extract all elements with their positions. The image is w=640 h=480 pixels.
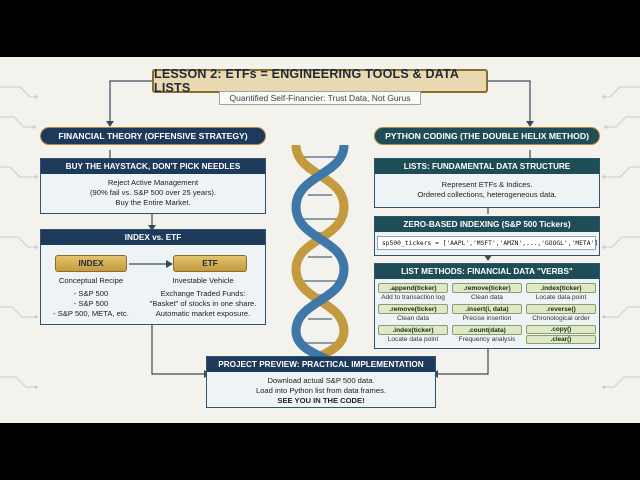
- method-item: .index(ticker) Locate data point: [378, 325, 448, 344]
- lists-line: Represent ETFs & Indices.: [441, 180, 533, 189]
- list-methods-title: LIST METHODS: FINANCIAL DATA "VERBS": [375, 264, 599, 279]
- method-name: .clear(): [526, 335, 596, 344]
- index-etf-box: INDEX vs. ETF INDEX ETF Conceptual Recip…: [40, 229, 266, 325]
- preview-line: Download actual S&P 500 data.: [267, 376, 375, 385]
- method-name: .index(ticker): [378, 325, 448, 335]
- method-item: .insert(i, data) Precise insertion: [452, 304, 522, 323]
- index-label: INDEX: [55, 255, 127, 272]
- method-desc: Add to transaction log: [381, 294, 445, 301]
- method-name: .copy(): [526, 325, 596, 334]
- lists-title: LISTS: FUNDAMENTAL DATA STRUCTURE: [375, 159, 599, 174]
- arrow-right-icon: [129, 260, 173, 268]
- page-title: LESSON 2: ETFs = ENGINEERING TOOLS & DAT…: [152, 67, 488, 95]
- list-methods-box: LIST METHODS: FINANCIAL DATA "VERBS" .ap…: [374, 263, 600, 349]
- haystack-title: BUY THE HAYSTACK, DON'T PICK NEEDLES: [41, 159, 265, 174]
- letterbox-top: [0, 0, 640, 57]
- lists-line: Ordered collections, heterogeneous data.: [417, 190, 557, 199]
- haystack-line: Buy the Entire Market.: [115, 198, 191, 207]
- method-item: .copy() .clear(): [526, 325, 596, 344]
- index-etf-title: INDEX vs. ETF: [41, 230, 265, 245]
- method-item: .append(ticker) Add to transaction log: [378, 283, 448, 302]
- method-desc: Frequency analysis: [458, 336, 516, 343]
- method-name: .remove(ticker): [378, 304, 448, 314]
- method-item: .remove(ticker) Clean data: [452, 283, 522, 302]
- infographic-canvas: LESSON 2: ETFs = ENGINEERING TOOLS & DAT…: [0, 57, 640, 423]
- method-item: .remove(ticker) Clean data: [378, 304, 448, 323]
- preview-line: Load into Python list from data frames.: [255, 386, 386, 395]
- method-name: .count(data): [452, 325, 522, 335]
- method-desc: Locate data point: [387, 336, 439, 343]
- haystack-box: BUY THE HAYSTACK, DON'T PICK NEEDLES Rej…: [40, 158, 266, 214]
- index-caption: Conceptual Recipe: [58, 276, 124, 285]
- index-item: - S&P 500: [73, 289, 109, 298]
- etf-caption: Investable Vehicle: [172, 276, 234, 285]
- method-desc: Chronological order: [532, 315, 590, 322]
- project-preview-box: PROJECT PREVIEW: PRACTICAL IMPLEMENTATIO…: [206, 356, 436, 408]
- haystack-line: (90% fail vs. S&P 500 over 25 years).: [89, 188, 217, 197]
- index-item: - S&P 500, META, etc.: [53, 309, 129, 318]
- method-name: .remove(ticker): [452, 283, 522, 293]
- method-desc: Locate data point: [535, 294, 587, 301]
- index-item: - S&P 500: [73, 299, 109, 308]
- method-item: .reverse() Chronological order: [526, 304, 596, 323]
- financial-theory-header: FINANCIAL THEORY (OFFENSIVE STRATEGY): [40, 127, 266, 145]
- method-name: .index(ticker): [526, 283, 596, 293]
- haystack-line: Reject Active Management: [107, 178, 199, 187]
- etf-line: Exchange Traded Funds:: [160, 289, 246, 298]
- method-name: .insert(i, data): [452, 304, 522, 314]
- method-item: .index(ticker) Locate data point: [526, 283, 596, 302]
- etf-line: Automatic market exposure.: [155, 309, 251, 318]
- python-coding-header: PYTHON CODING (THE DOUBLE HELIX METHOD): [374, 127, 600, 145]
- page-subtitle: Quantified Self-Financier: Trust Data, N…: [219, 91, 421, 105]
- method-item: .count(data) Frequency analysis: [452, 325, 522, 344]
- indexing-title: ZERO-BASED INDEXING (S&P 500 Tickers): [375, 217, 599, 232]
- method-desc: Clean data: [471, 294, 503, 301]
- method-name: .reverse(): [526, 304, 596, 314]
- method-name: .append(ticker): [378, 283, 448, 293]
- letterbox-bottom: [0, 423, 640, 480]
- method-desc: Clean data: [397, 315, 429, 322]
- method-desc: Precise insertion: [462, 315, 512, 322]
- indexing-box: ZERO-BASED INDEXING (S&P 500 Tickers) sp…: [374, 216, 600, 256]
- etf-label: ETF: [173, 255, 247, 272]
- lists-box: LISTS: FUNDAMENTAL DATA STRUCTURE Repres…: [374, 158, 600, 208]
- preview-cta: SEE YOU IN THE CODE!: [277, 396, 365, 405]
- project-preview-title: PROJECT PREVIEW: PRACTICAL IMPLEMENTATIO…: [207, 357, 435, 372]
- dna-helix-icon: [291, 145, 349, 377]
- tickers-code: sp500_tickers = ['AAPL','MSFT','AMZN',..…: [377, 236, 598, 250]
- etf-line: "Basket" of stocks in one share.: [149, 299, 257, 308]
